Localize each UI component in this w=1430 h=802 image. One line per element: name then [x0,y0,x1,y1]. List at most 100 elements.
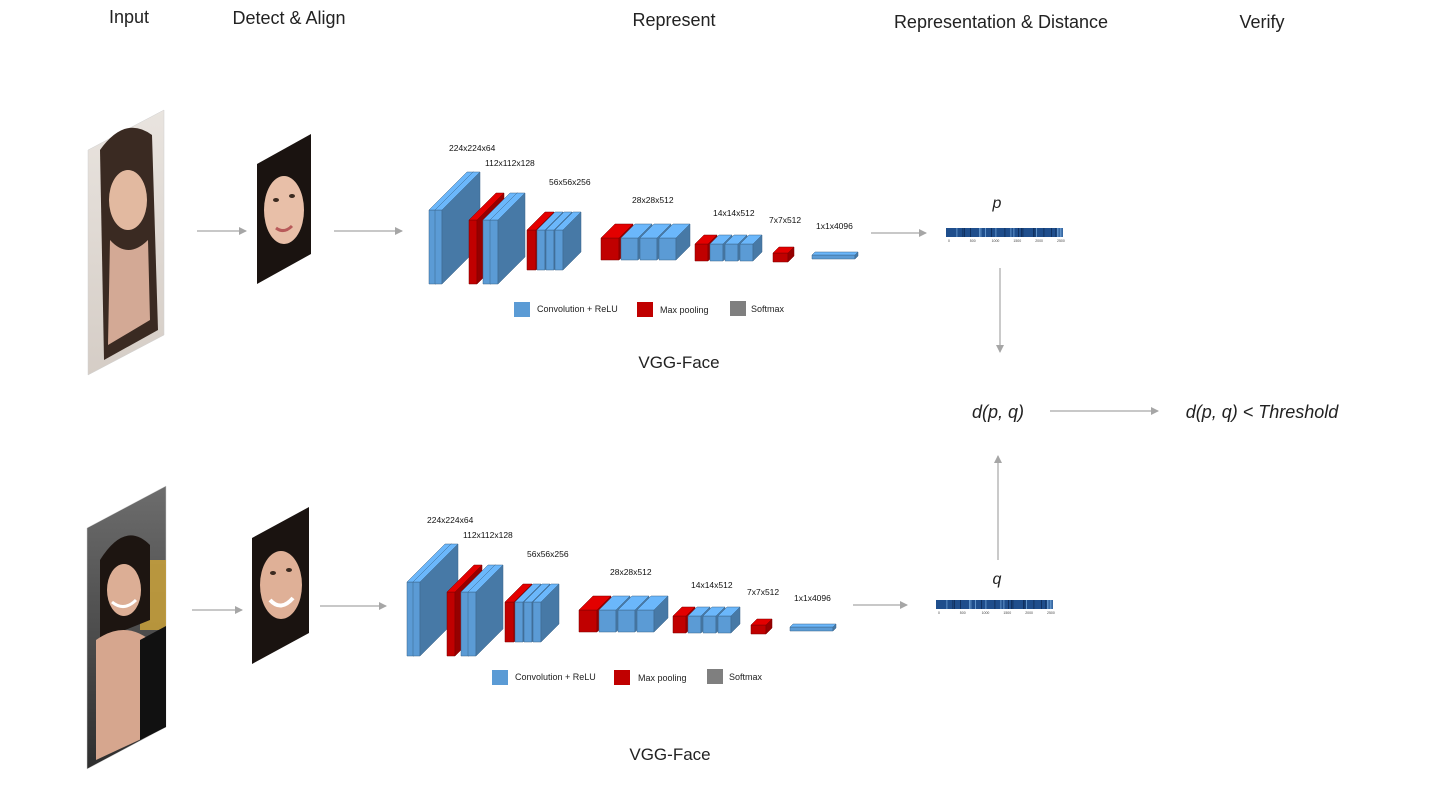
vector-stripe [980,228,982,237]
vector-stripe [1022,228,1024,237]
vector-stripe [1010,228,1012,237]
vector-tick-label: 500 [960,611,966,615]
vector-stripe [1024,600,1026,609]
network-name-top: VGG-Face [638,353,719,372]
vector-stripe [1026,600,1027,609]
pool-layer [750,618,773,635]
vector-stripe [979,228,980,237]
vector-stripe [969,600,970,609]
vector-tick-label: 2500 [1047,611,1055,615]
layer-dim-label: 14x14x512 [713,208,755,218]
vector-tick-label: 1500 [1013,239,1021,243]
vector-stripe [964,228,965,237]
vector-tick-label: 0 [948,239,950,243]
vector-stripe [1057,228,1058,237]
layer-dim-label: 7x7x512 [769,215,801,225]
conv-layer [636,595,669,633]
vector-tick-label: 2000 [1035,239,1043,243]
fc-layer [811,251,859,260]
input-photo-top [87,109,165,376]
vector-stripe [962,228,964,237]
vector-stripe [952,600,954,609]
layer-dim-label: 1x1x4096 [816,221,853,231]
vector-stripe [1061,228,1063,237]
vector-stripe [995,228,997,237]
conv-layer [434,171,481,285]
vector-stripe [1000,600,1002,609]
vector-stripe [1013,228,1015,237]
vector-stripe [1021,228,1022,237]
vector-tick-label: 0 [938,611,940,615]
header-represent: Represent [632,10,715,30]
layer-dim-label: 112x112x128 [463,530,513,540]
pool-layer [772,246,795,263]
vector-stripe [1051,600,1053,609]
vector-stripe [1011,600,1012,609]
network-name-bottom: VGG-Face [629,745,710,764]
legend-softmax-swatch [707,669,723,684]
vector-stripe [1018,228,1019,237]
vector-tick-label: 2500 [1057,239,1065,243]
header-verify: Verify [1239,12,1284,32]
fc-layer [789,623,837,632]
header-representation-distance: Representation & Distance [894,12,1108,32]
vector-stripe [1055,228,1057,237]
vector-stripe [1058,228,1060,237]
vector-stripe [970,600,972,609]
vector-stripe [1034,228,1036,237]
vector-q-label: q [993,571,1002,588]
layer-dim-label: 224x224x64 [427,515,474,525]
legend-softmax-label: Softmax [729,672,763,682]
conv-layer [532,583,560,643]
vector-stripe [1045,600,1047,609]
vector-stripe [1047,600,1048,609]
vector-stripe [1050,600,1051,609]
header-detect-align: Detect & Align [232,8,345,28]
layer-dim-label: 224x224x64 [449,143,496,153]
layer-dim-label: 14x14x512 [691,580,733,590]
legend-conv-swatch [514,302,530,317]
vector-stripe [1036,228,1037,237]
layer-dim-label: 7x7x512 [747,587,779,597]
legend-pool-label: Max pooling [660,305,709,315]
legend-bottom: Convolution + ReLU Max pooling Softmax [492,669,763,685]
vector-stripe [994,600,996,609]
conv-layer [717,606,741,634]
vector-stripe [970,228,971,237]
vector-p-label: p [992,195,1002,212]
vector-stripe [991,228,992,237]
vector-tick-label: 1000 [992,239,1000,243]
vector-stripe [954,600,955,609]
vector-stripe [1051,228,1052,237]
conv-layer [489,192,526,285]
vector-tick-label: 2000 [1025,611,1033,615]
conv-layer [739,234,763,262]
conv-layer [412,543,459,657]
legend-softmax-label: Softmax [751,304,785,314]
layer-dim-label: 1x1x4096 [794,593,831,603]
vector-stripe [1033,600,1035,609]
vector-stripe [1041,600,1042,609]
conv-layer [554,211,582,271]
vector-stripe [1008,600,1009,609]
vector-tick-label: 1500 [1003,611,1011,615]
vector-stripe [946,600,948,609]
legend-top: Convolution + ReLU Max pooling Softmax [514,301,785,317]
layer-dim-label: 56x56x256 [527,549,569,559]
aligned-face-bottom [252,507,309,664]
vector-stripe [1048,600,1050,609]
header-input: Input [109,7,149,27]
legend-conv-label: Convolution + ReLU [537,304,618,314]
vector-stripe [1060,228,1061,237]
vector-stripe [1043,228,1045,237]
vector-stripe [1023,600,1024,609]
vector-stripe [985,600,987,609]
layer-dim-label: 28x28x512 [632,195,674,205]
legend-pool-swatch [637,302,653,317]
legend-pool-swatch [614,670,630,685]
distance-formula: d(p, q) [972,402,1024,422]
vector-stripe [985,228,986,237]
legend-conv-label: Convolution + ReLU [515,672,596,682]
